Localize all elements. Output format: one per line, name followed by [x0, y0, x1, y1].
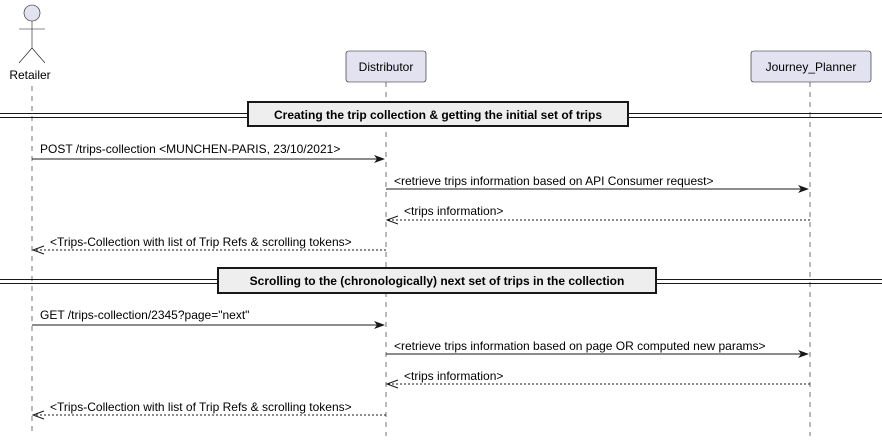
section-title: Creating the trip collection & getting t…	[274, 108, 602, 122]
participant-label-journey-planner: Journey_Planner	[766, 60, 857, 74]
participant-box	[750, 50, 872, 83]
actor-head	[23, 4, 41, 22]
message-4: <Trips-Collection with list of Trip Refs…	[31, 235, 386, 255]
message-2: <retrieve trips information based on API…	[386, 174, 809, 193]
participant-box	[345, 50, 427, 83]
actor-retailer: Retailer	[9, 4, 51, 82]
actor-leg-left	[18, 47, 33, 64]
message-5: GET /trips-collection/2345?page="next"	[32, 308, 385, 329]
message-1: POST /trips-collection <MUNCHEN-PARIS, 2…	[32, 142, 385, 163]
message-8: <Trips-Collection with list of Trip Refs…	[31, 400, 386, 420]
message-label: <Trips-Collection with list of Trip Refs…	[50, 400, 352, 414]
section-title: Scrolling to the (chronologically) next …	[250, 274, 625, 288]
message-label: <Trips-Collection with list of Trip Refs…	[50, 235, 352, 249]
participant-label-distributor: Distributor	[359, 60, 414, 74]
section-box	[217, 267, 657, 294]
message-label: <retrieve trips information based on pag…	[394, 339, 766, 353]
message-label: <trips information>	[404, 204, 503, 218]
actor-leg-right	[31, 47, 46, 64]
message-label: POST /trips-collection <MUNCHEN-PARIS, 2…	[40, 142, 340, 156]
message-7: <trips information>	[385, 369, 810, 389]
section-box	[247, 101, 629, 127]
participant-distributor: Distributor	[345, 50, 427, 83]
section-divider-2: Scrolling to the (chronologically) next …	[0, 267, 882, 294]
participant-label-retailer: Retailer	[9, 68, 50, 82]
message-label: GET /trips-collection/2345?page="next"	[40, 308, 249, 322]
message-3: <trips information>	[385, 204, 810, 225]
message-label: <trips information>	[404, 369, 503, 383]
participant-journey-planner: Journey_Planner	[750, 50, 872, 83]
section-divider-1: Creating the trip collection & getting t…	[0, 101, 882, 127]
message-6: <retrieve trips information based on pag…	[386, 339, 809, 358]
message-label: <retrieve trips information based on API…	[394, 174, 714, 188]
